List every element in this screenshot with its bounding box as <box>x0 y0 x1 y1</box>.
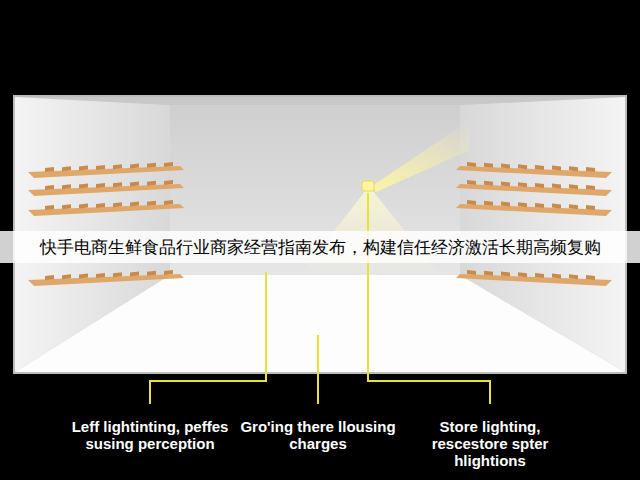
shelf-plank <box>130 272 139 277</box>
watermark-text: 快手电商生鲜食品行业商家经营指南发布，构建信任经济激活长期高频复购 <box>40 236 601 259</box>
shelf-plank <box>79 274 88 279</box>
shelf-plank <box>96 273 105 278</box>
shelf-plank <box>518 164 527 169</box>
shelf-plank <box>130 202 139 207</box>
leader-lines <box>150 193 490 404</box>
shelf-plank <box>96 183 105 188</box>
shelf-plank <box>113 202 122 207</box>
shelf-plank <box>456 184 612 196</box>
shelf-plank <box>147 181 156 186</box>
shelf-plank <box>535 165 544 170</box>
shelf-plank <box>569 204 578 209</box>
shelf-plank <box>535 273 544 278</box>
shelf-plank <box>130 164 139 169</box>
shelf-plank <box>147 163 156 168</box>
shelf-plank <box>535 183 544 188</box>
shelf-plank <box>586 167 595 172</box>
shelf-plank <box>45 205 54 210</box>
shelf-plank <box>586 185 595 190</box>
shelf-plank <box>501 272 510 277</box>
shelf-plank <box>569 184 578 189</box>
shelf-plank <box>45 167 54 172</box>
shelf-plank <box>28 204 184 216</box>
shelf-plank <box>28 166 184 178</box>
shelf-plank <box>552 204 561 209</box>
shelf-plank <box>147 271 156 276</box>
shelf-plank <box>569 274 578 279</box>
shelf-plank <box>501 182 510 187</box>
shelf-plank <box>45 185 54 190</box>
watermark-banner: 快手电商生鲜食品行业商家经营指南发布，构建信任经济激活长期高频复购 <box>0 231 640 263</box>
shelf-plank <box>96 165 105 170</box>
shelf-plank <box>484 201 493 206</box>
shelf-plank <box>552 166 561 171</box>
shelf-plank <box>28 274 184 286</box>
floor <box>15 275 625 372</box>
shelf-plank <box>484 163 493 168</box>
shelf-plank <box>79 184 88 189</box>
shelf-plank <box>569 166 578 171</box>
shelf-plank <box>28 184 184 196</box>
shelf-plank <box>467 162 476 167</box>
shelf-plank <box>501 202 510 207</box>
shelf-plank <box>96 203 105 208</box>
shelf-plank <box>518 202 527 207</box>
shelf-plank <box>79 166 88 171</box>
shelves <box>28 162 612 286</box>
shelf-plank <box>586 205 595 210</box>
shelf-plank <box>586 275 595 280</box>
shelf-plank <box>456 204 612 216</box>
shelf-plank <box>501 164 510 169</box>
store-light <box>362 181 374 191</box>
shelf-plank <box>518 272 527 277</box>
caption-label: Leff lightinting, peffes susing percepti… <box>63 418 238 452</box>
shelf-plank <box>467 270 476 275</box>
shelf-plank <box>535 203 544 208</box>
shelf-plank <box>467 200 476 205</box>
shelf-plank <box>62 204 71 209</box>
shelf-plank <box>62 166 71 171</box>
shelf-plank <box>552 184 561 189</box>
shelf-plank <box>164 180 173 185</box>
shelf-plank <box>467 180 476 185</box>
shelf-plank <box>456 274 612 286</box>
caption-label: Store lighting, rescestore spter hlighti… <box>403 418 578 469</box>
shelf-plank <box>79 204 88 209</box>
light-beam <box>372 120 470 192</box>
shelf-plank <box>130 182 139 187</box>
shelf-plank <box>62 274 71 279</box>
shelf-plank <box>484 271 493 276</box>
shelf-plank <box>62 184 71 189</box>
shelf-plank <box>164 162 173 167</box>
shelf-plank <box>113 164 122 169</box>
shelf-plank <box>552 274 561 279</box>
shelf-plank <box>484 181 493 186</box>
shelf-plank <box>164 200 173 205</box>
shelf-plank <box>456 166 612 178</box>
shelf-plank <box>518 182 527 187</box>
shelf-plank <box>164 270 173 275</box>
caption-label: Gro'ing there llousing charges <box>231 418 406 452</box>
shelf-plank <box>147 201 156 206</box>
shelf-plank <box>45 275 54 280</box>
shelf-plank <box>113 272 122 277</box>
shelf-plank <box>113 182 122 187</box>
